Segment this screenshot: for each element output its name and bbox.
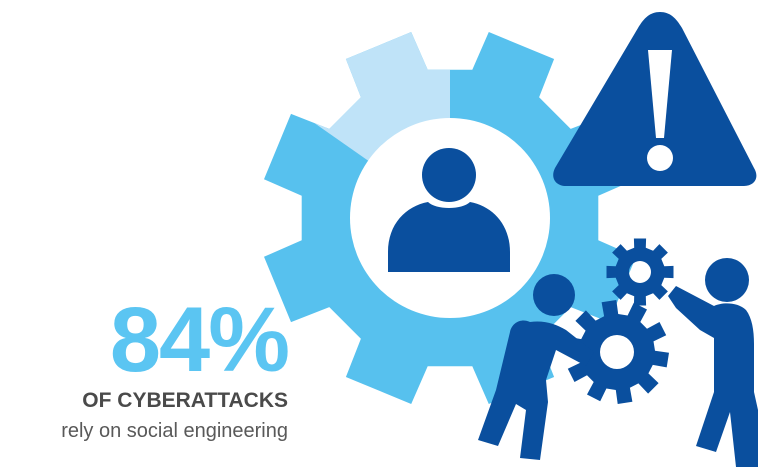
gear-highlight-segment xyxy=(264,32,450,218)
user-shoulders xyxy=(388,202,510,272)
warning-exclamation-dot xyxy=(647,145,673,171)
small-gear-bottom xyxy=(565,300,669,404)
stat-value: 84% xyxy=(109,289,290,391)
small-gear-top xyxy=(606,238,674,306)
person-figure-icon xyxy=(668,258,758,467)
warning-exclamation-bar xyxy=(648,50,672,138)
left-figure-body xyxy=(478,320,594,460)
warning-icon xyxy=(553,12,757,186)
person-figure-icon xyxy=(478,274,594,460)
statistic-block: 84% OF CYBERATTACKS rely on social engin… xyxy=(61,289,290,444)
left-figure-head xyxy=(533,274,575,316)
small-gear-icon xyxy=(565,238,674,404)
stat-caption: rely on social engineering xyxy=(61,420,288,442)
user-head xyxy=(422,148,476,202)
stat-headline: OF CYBERATTACKS xyxy=(82,389,288,412)
user-icon xyxy=(388,148,510,272)
right-figure-head xyxy=(705,258,749,302)
right-figure-body xyxy=(668,286,758,467)
